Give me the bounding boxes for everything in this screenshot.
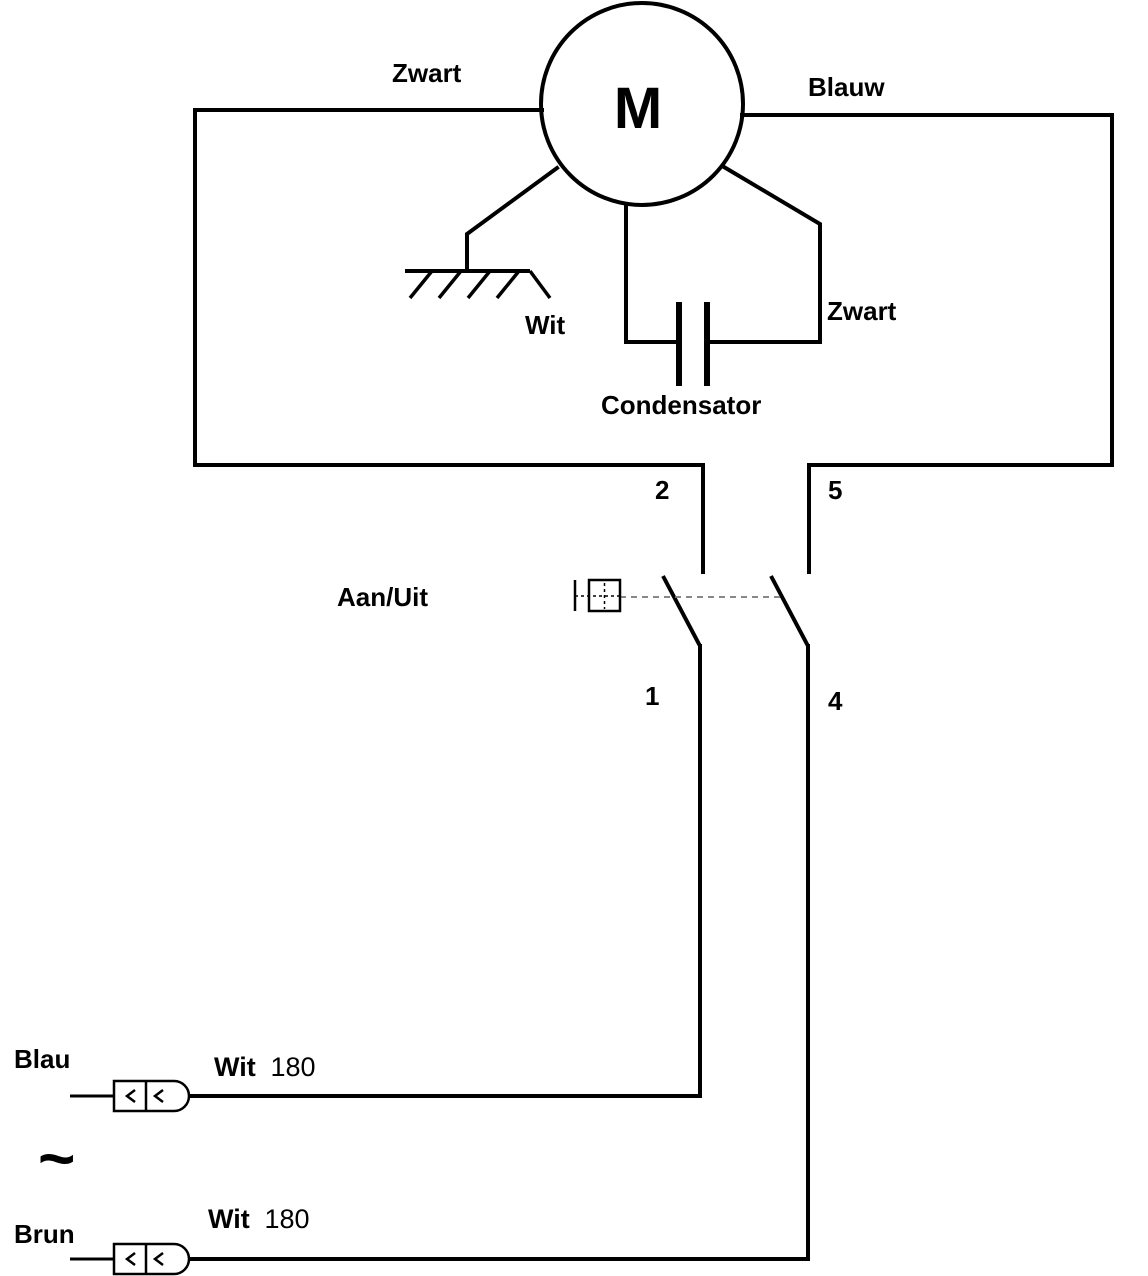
- terminal-4: 4: [828, 686, 843, 716]
- wire-zwart-left: [193, 108, 705, 574]
- wire-wit-ground: [465, 165, 560, 273]
- terminal-2: 2: [655, 475, 669, 505]
- label-input-blau: Blau: [14, 1044, 70, 1074]
- connector-body: [112, 1079, 191, 1113]
- motor: M: [539, 1, 745, 207]
- wire-color: Wit: [208, 1204, 250, 1234]
- ground: [405, 165, 560, 300]
- on-off-switch: [573, 575, 810, 647]
- wire-terminal-1: [188, 644, 702, 1098]
- ground-hatch: [408, 269, 552, 300]
- label-wire-brun: Wit 180: [208, 1204, 310, 1234]
- wire-blauw-right: [740, 113, 1114, 574]
- terminal-1: 1: [645, 681, 659, 711]
- wire-size: 180: [265, 1204, 310, 1234]
- supply-wires: [70, 644, 810, 1261]
- label-blauw: Blauw: [808, 72, 885, 102]
- connector-chevron: [124, 1252, 136, 1266]
- connector-chevron: [152, 1089, 164, 1103]
- wire-terminal-4: [188, 644, 810, 1261]
- label-wire-blau: Wit 180: [214, 1052, 316, 1082]
- connector-blau: [112, 1079, 191, 1113]
- connector-chevron: [124, 1089, 136, 1103]
- label-switch: Aan/Uit: [337, 582, 428, 612]
- connector-brun: [112, 1242, 191, 1276]
- connector-chevron: [152, 1252, 164, 1266]
- wire-zwart-cap-right: [705, 164, 822, 344]
- motor-supply-loop: [193, 108, 1114, 574]
- motor-circle: [539, 1, 745, 207]
- wire-size: 180: [271, 1052, 316, 1082]
- label-input-brun: Brun: [14, 1219, 75, 1249]
- label-wit-ground: Wit: [525, 310, 566, 340]
- label-condensator: Condensator: [601, 390, 761, 420]
- switch-blade-right: [769, 575, 810, 647]
- wire-cap-left: [624, 202, 681, 344]
- label-zwart-top: Zwart: [392, 58, 462, 88]
- terminal-5: 5: [828, 475, 842, 505]
- wire-color: Wit: [214, 1052, 256, 1082]
- motor-symbol: M: [614, 76, 662, 141]
- label-zwart-capacitor: Zwart: [827, 296, 897, 326]
- ac-symbol: ~: [38, 1122, 75, 1194]
- capacitor-branch: [624, 164, 822, 386]
- connector-body: [112, 1242, 191, 1276]
- switch-blade-left: [661, 575, 702, 647]
